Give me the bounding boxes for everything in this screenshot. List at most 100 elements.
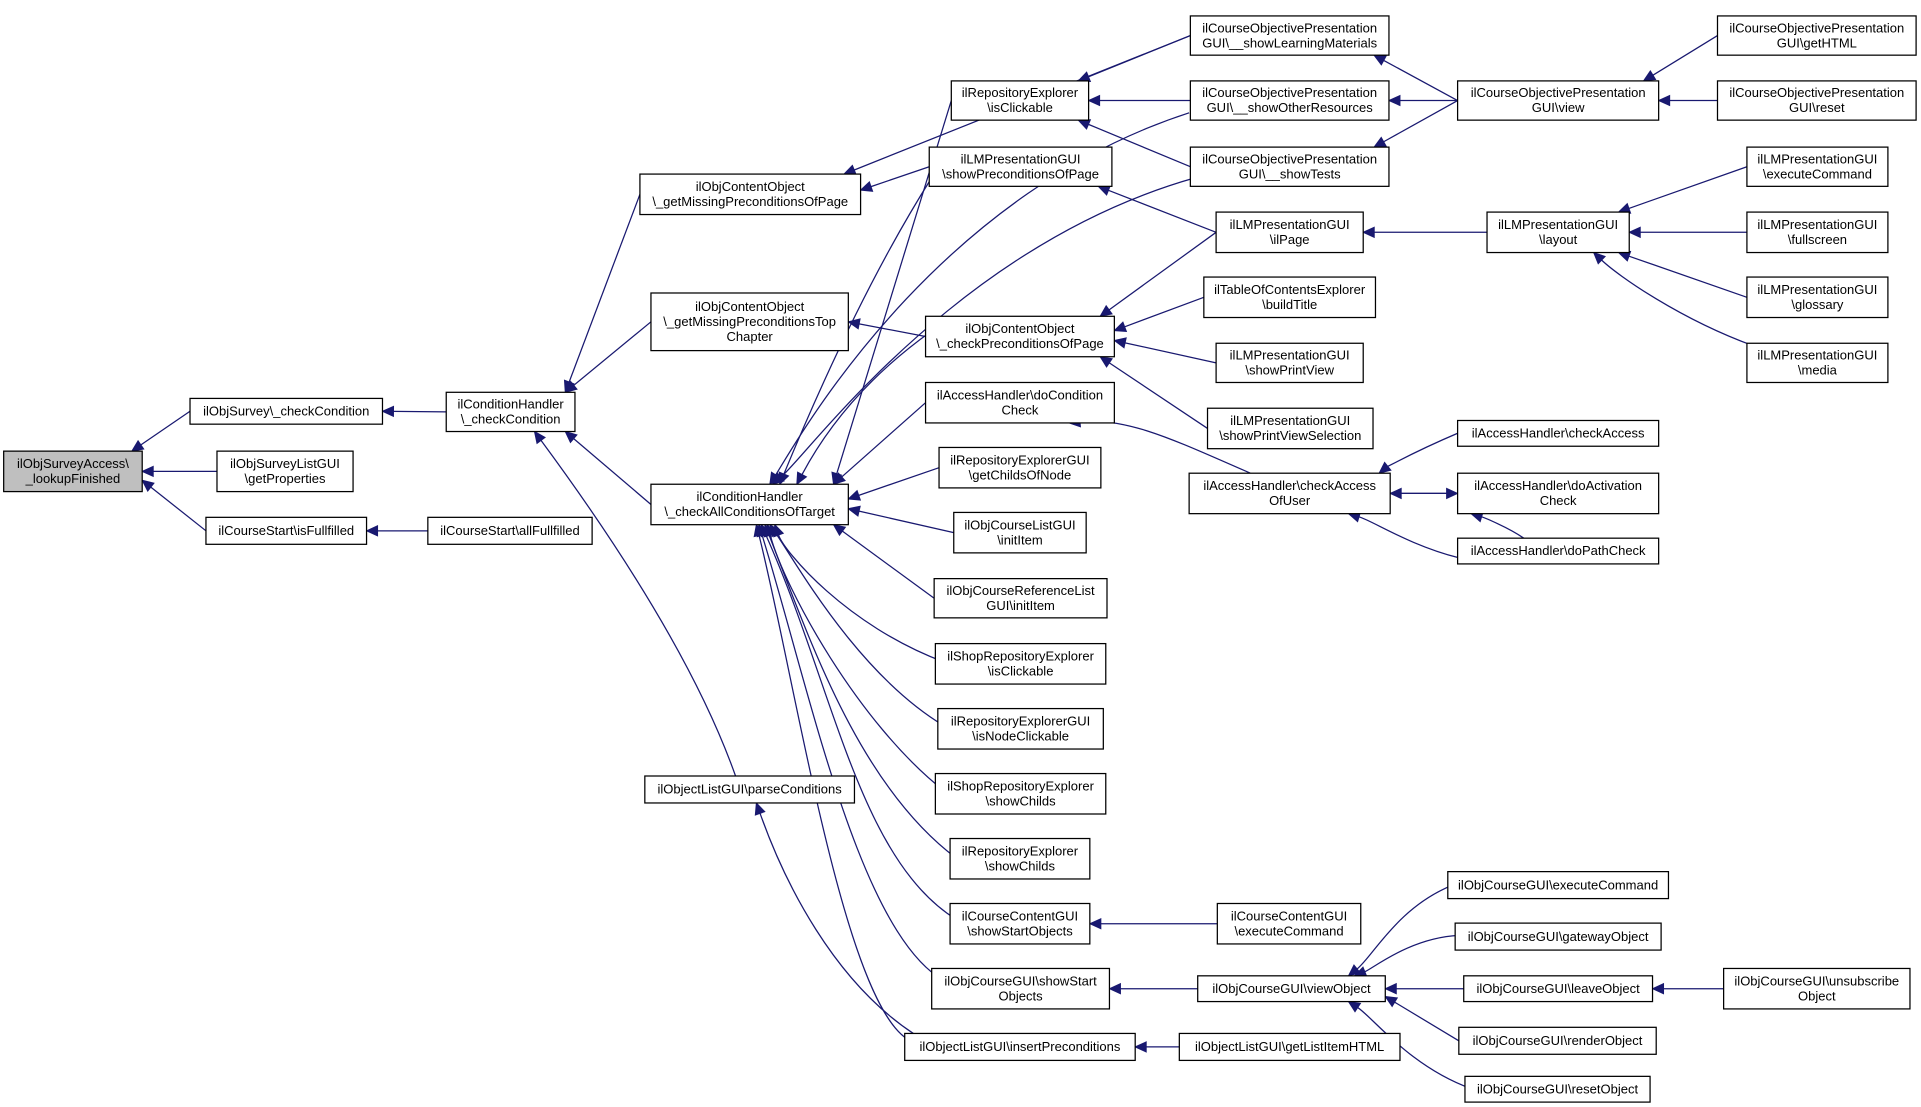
graph-node[interactable]: ilObjCourseListGUI\initItem (953, 511, 1087, 554)
graph-node[interactable]: ilRepositoryExplorerGUI\getChildsOfNode (938, 446, 1102, 489)
edge-n45-to-n35-arrowhead (1642, 69, 1657, 82)
graph-node[interactable]: ilObjCourseGUI\leaveObject (1463, 975, 1654, 1003)
node-box (1189, 80, 1390, 121)
node-label-line: ilRepositoryExplorerGUI (950, 452, 1089, 467)
graph-node[interactable]: ilLMPresentationGUI\showPreconditionsOfP… (928, 146, 1113, 187)
graph-node[interactable]: ilObjContentObject\_getMissingPreconditi… (650, 292, 849, 352)
graph-node[interactable]: ilLMPresentationGUI\executeCommand (1746, 146, 1889, 187)
edge-n13-to-n8 (841, 402, 926, 478)
graph-node[interactable]: ilCourseStart\allFullfilled (427, 516, 593, 545)
node-label-line: \executeCommand (1234, 923, 1343, 938)
node-label-line: \executeCommand (1763, 166, 1872, 181)
node-box (1464, 1075, 1651, 1103)
edge-n12-to-n8-arrowhead (796, 471, 808, 486)
graph-node[interactable]: ilObjCourseGUI\renderObject (1458, 1026, 1657, 1055)
graph-node[interactable]: ilObjContentObject\_getMissingPreconditi… (639, 173, 862, 216)
node-box (1203, 276, 1377, 319)
graph-node[interactable]: ilObjSurveyListGUI\getProperties (216, 450, 354, 493)
graph-node[interactable]: ilShopRepositoryExplorer\isClickable (934, 642, 1107, 685)
edge-n30-to-n12-arrowhead (1099, 356, 1113, 368)
graph-node[interactable]: ilConditionHandler\_checkAllConditionsOf… (650, 483, 849, 526)
graph-node[interactable]: ilLMPresentationGUI\ilPage (1215, 211, 1364, 254)
graph-node[interactable]: ilLMPresentationGUI\showPrintViewSelecti… (1206, 407, 1374, 450)
node-label-line: GUI\getHTML (1777, 35, 1857, 50)
graph-node[interactable]: ilLMPresentationGUI\glossary (1746, 276, 1889, 319)
edge-n24-to-n10-arrowhead (1077, 71, 1092, 82)
node-box (953, 511, 1087, 554)
graph-node[interactable]: ilObjContentObject\_checkPreconditionsOf… (924, 315, 1115, 358)
node-label-line: GUI\initItem (986, 598, 1055, 613)
graph-node[interactable]: ilObjectListGUI\getListItemHTML (1178, 1032, 1401, 1062)
node-label-line: ilObjSurveyListGUI (230, 456, 340, 471)
node-label-line: \initItem (997, 532, 1043, 547)
edge-n13-to-n8-arrowhead (832, 472, 846, 486)
graph-node[interactable]: ilLMPresentationGUI\layout (1486, 211, 1630, 254)
graph-node[interactable]: ilLMPresentationGUI\showPrintView (1215, 342, 1364, 384)
edge-n26-to-n8 (780, 177, 1196, 478)
edge-n49-to-n36 (1628, 255, 1748, 298)
edge-n26-to-n10 (1088, 123, 1191, 168)
node-label-line: ilAccessHandler\doCondition (937, 387, 1103, 402)
graph-node[interactable]: ilRepositoryExplorer\isClickable (950, 80, 1090, 121)
graph-node[interactable]: ilCourseObjectivePresentationGUI\__showL… (1189, 15, 1390, 56)
edge-n30-to-n12 (1108, 362, 1208, 429)
edge-n1-to-n0 (140, 410, 191, 446)
node-label-line: \_getMissingPreconditionsOfPage (652, 194, 848, 209)
graph-node[interactable]: ilLMPresentationGUI\media (1746, 342, 1889, 384)
graph-node[interactable]: ilCourseObjectivePresentationGUI\__showT… (1189, 146, 1390, 187)
node-label-line: ilLMPresentationGUI (1230, 413, 1350, 428)
node-label-line: GUI\__showLearningMaterials (1202, 35, 1377, 50)
edge-n35-to-n24-arrowhead (1372, 54, 1387, 66)
graph-node[interactable]: ilCourseObjectivePresentationGUI\__showO… (1189, 80, 1390, 121)
edge-n27-to-n11 (1108, 189, 1217, 233)
graph-node[interactable]: ilConditionHandler\_checkCondition (445, 391, 576, 433)
graph-node[interactable]: ilObjCourseGUI\resetObject (1464, 1075, 1651, 1103)
node-box (1454, 922, 1662, 951)
graph-node[interactable]: ilObjCourseGUI\executeCommand (1447, 870, 1670, 900)
node-box (931, 967, 1111, 1010)
node-label-line: Chapter (727, 329, 774, 344)
node-box (1197, 975, 1386, 1003)
graph-node[interactable]: ilCourseContentGUI\executeCommand (1216, 902, 1362, 945)
node-label-line: ilObjCourseGUI\leaveObject (1476, 981, 1640, 996)
node-label-line: \ilPage (1270, 232, 1310, 247)
graph-node[interactable]: ilAccessHandler\checkAccess (1456, 419, 1660, 447)
graph-node[interactable]: ilRepositoryExplorer\showChilds (949, 837, 1091, 880)
node-box (1189, 146, 1390, 187)
graph-node[interactable]: ilShopRepositoryExplorer\showChilds (934, 772, 1107, 815)
graph-node[interactable]: ilLMPresentationGUI\fullscreen (1746, 211, 1889, 254)
graph-node[interactable]: ilObjCourseGUI\viewObject (1197, 975, 1386, 1003)
edge-n15-to-n8 (858, 510, 954, 534)
node-label-line: ilObjContentObject (696, 179, 805, 194)
node-box (1189, 15, 1390, 56)
graph-node[interactable]: ilObjectListGUI\insertPreconditions (904, 1032, 1136, 1062)
node-box (189, 397, 384, 425)
graph-node[interactable]: ilObjectListGUI\parseConditions (644, 775, 856, 804)
node-label-line: ilObjectListGUI\insertPreconditions (920, 1039, 1121, 1054)
graph-node[interactable]: ilObjSurveyAccess\_lookupFinished (3, 450, 143, 493)
graph-node[interactable]: ilRepositoryExplorerGUI\isNodeClickable (937, 707, 1104, 750)
graph-node[interactable]: ilCourseStart\isFullfilled (205, 516, 368, 545)
edge-n5-to-n3-arrowhead (365, 525, 379, 537)
graph-node[interactable]: ilTableOfContentsExplorer\buildTitle (1203, 276, 1377, 319)
graph-node[interactable]: ilObjCourseGUI\gatewayObject (1454, 922, 1662, 951)
graph-node[interactable]: ilObjCourseGUI\showStartObjects (931, 967, 1111, 1010)
graph-node[interactable]: ilAccessHandler\doPathCheck (1456, 537, 1660, 565)
edge-n29-to-n12 (1124, 342, 1217, 364)
graph-node[interactable]: ilObjSurvey\_checkCondition (189, 397, 384, 425)
edge-n41-to-n33 (1364, 934, 1459, 973)
graph-node[interactable]: ilCourseContentGUI\showStartObjects (949, 902, 1091, 945)
edges-layer (130, 34, 1754, 1090)
node-label-line: Check (1002, 402, 1039, 417)
edge-n26-to-n10-arrowhead (1077, 119, 1092, 130)
node-label-line: ilLMPresentationGUI (1757, 348, 1877, 363)
edge-n35-to-n25-arrowhead (1387, 94, 1401, 107)
